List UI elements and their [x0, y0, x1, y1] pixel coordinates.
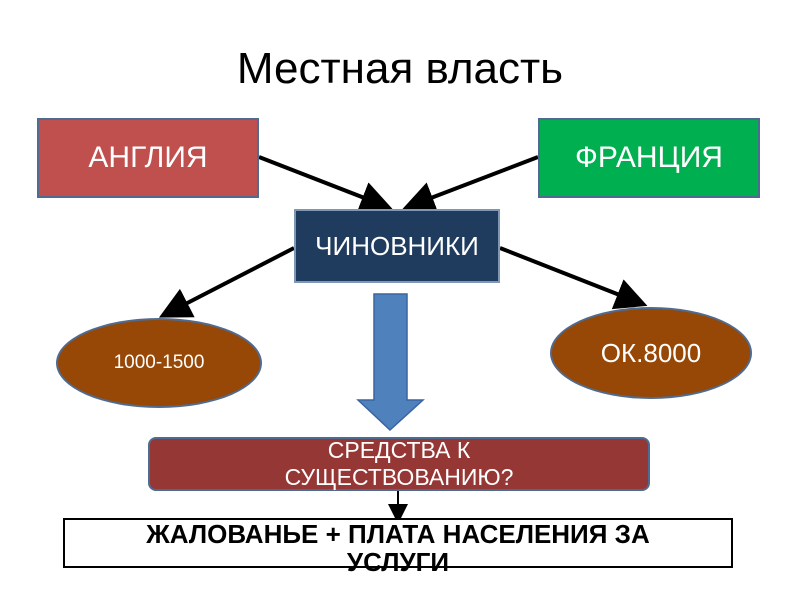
means-label-line2: СУЩЕСТВОВАНИЮ? — [284, 464, 514, 490]
officials-box: ЧИНОВНИКИ — [294, 209, 500, 283]
officials-label: ЧИНОВНИКИ — [315, 230, 479, 261]
england-box: АНГЛИЯ — [37, 118, 259, 198]
means-label-line1: СРЕДСТВА К — [327, 437, 471, 463]
block-arrow-down — [356, 293, 425, 432]
france-count-label: ОК.8000 — [600, 338, 702, 368]
england-label: АНГЛИЯ — [88, 141, 208, 174]
arrow-france-to-officials — [402, 155, 539, 213]
england-count-ellipse: 1000-1500 — [56, 318, 262, 408]
france-count-ellipse: ОК.8000 — [550, 307, 752, 399]
arrow-officials-to-france-count — [499, 246, 648, 310]
slide-title: Местная власть — [236, 44, 564, 93]
answer-label-line2: УСЛУГИ — [346, 547, 450, 577]
means-box: СРЕДСТВА К СУЩЕСТВОВАНИЮ? — [148, 437, 650, 491]
france-box: ФРАНЦИЯ — [538, 118, 760, 198]
answer-box: ЖАЛОВАНЬЕ + ПЛАТА НАСЕЛЕНИЯ ЗА УСЛУГИ — [63, 518, 733, 576]
answer-label-line1: ЖАЛОВАНЬЕ + ПЛАТА НАСЕЛЕНИЯ ЗА — [146, 519, 650, 549]
arrow-officials-to-england-count — [158, 246, 295, 318]
france-label: ФРАНЦИЯ — [575, 141, 723, 174]
england-count-label: 1000-1500 — [113, 352, 205, 373]
arrow-england-to-officials — [258, 155, 393, 213]
